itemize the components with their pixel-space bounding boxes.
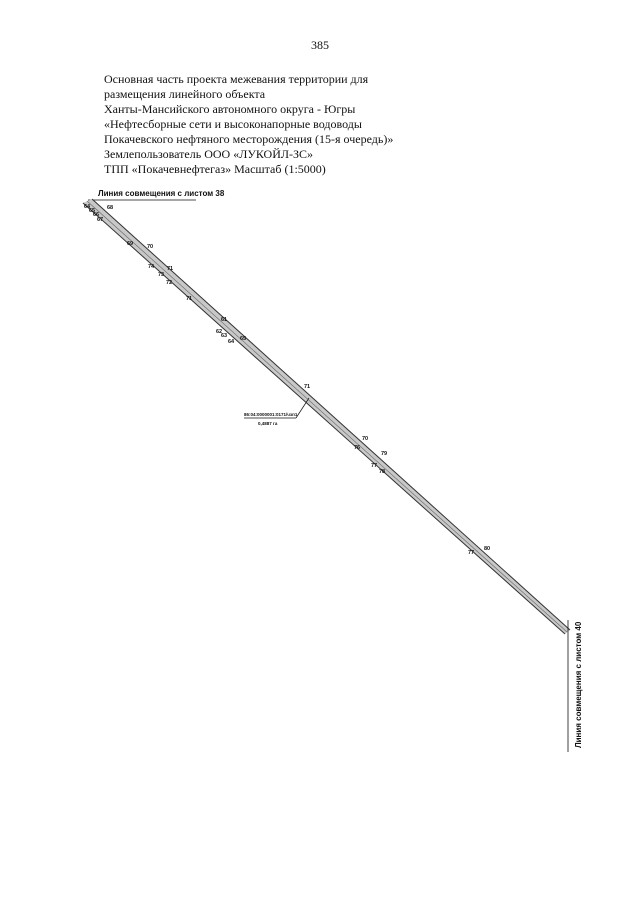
- point-label: 80: [484, 546, 490, 552]
- point-label: 77: [468, 550, 474, 556]
- point-label: 61: [221, 317, 227, 323]
- point-label: 68: [107, 205, 113, 211]
- match-line-bottom-label: Линия совмещения с листом 40: [574, 621, 583, 748]
- plot-cadastral-id: 86:04:0000001:0171/чзп1: [244, 412, 298, 417]
- point-label: 64: [228, 339, 235, 345]
- point-label: 70: [362, 436, 368, 442]
- point-label: 74: [148, 264, 155, 270]
- point-label: 78: [379, 469, 385, 475]
- point-label: 65: [89, 208, 95, 214]
- corridor-centerline: [86, 200, 568, 633]
- header-line: Землепользователь ООО «ЛУКОЙЛ-ЗС»: [104, 147, 314, 161]
- plot-area: 0,4887 га: [258, 421, 278, 426]
- point-label: 65: [240, 336, 246, 342]
- point-label: 71: [167, 266, 173, 272]
- plot-leader-line: [295, 397, 310, 419]
- match-line-top-label: Линия совмещения с листом 38: [98, 189, 225, 198]
- point-label: 76: [354, 445, 360, 451]
- point-label: 62: [216, 329, 222, 335]
- point-label: 66: [93, 212, 99, 218]
- header-line: Основная часть проекта межевания террито…: [104, 72, 369, 86]
- boundary-point-labels: 64 65 66 67 68 69 70 74 73 72 71 71 61 6…: [84, 204, 490, 556]
- header-line: «Нефтесборные сети и высоконапорные водо…: [104, 117, 362, 131]
- page-number: 385: [311, 38, 329, 52]
- point-label: 73: [158, 272, 164, 278]
- point-label: 72: [166, 280, 172, 286]
- point-label: 77: [371, 463, 377, 469]
- header-line: ТПП «Покачевнефтегаз» Масштаб (1:5000): [104, 162, 326, 176]
- pipeline-corridor: [82, 198, 571, 635]
- document-header: Основная часть проекта межевания террито…: [104, 72, 393, 177]
- point-label: 71: [186, 296, 192, 302]
- point-label: 69: [127, 241, 133, 247]
- point-label: 67: [97, 217, 103, 223]
- point-label: 63: [221, 333, 227, 339]
- corridor-edge-right: [91, 198, 571, 631]
- header-line: размещения линейного объекта: [104, 87, 266, 101]
- point-label: 71: [304, 384, 310, 390]
- header-line: Ханты-Мансийского автономного округа - Ю…: [104, 102, 356, 116]
- corridor-edge-left: [82, 202, 566, 635]
- point-label: 70: [147, 244, 153, 250]
- point-label: 79: [381, 451, 387, 457]
- point-label: 64: [84, 204, 91, 210]
- header-line: Покачевского нефтяного месторождения (15…: [104, 132, 394, 146]
